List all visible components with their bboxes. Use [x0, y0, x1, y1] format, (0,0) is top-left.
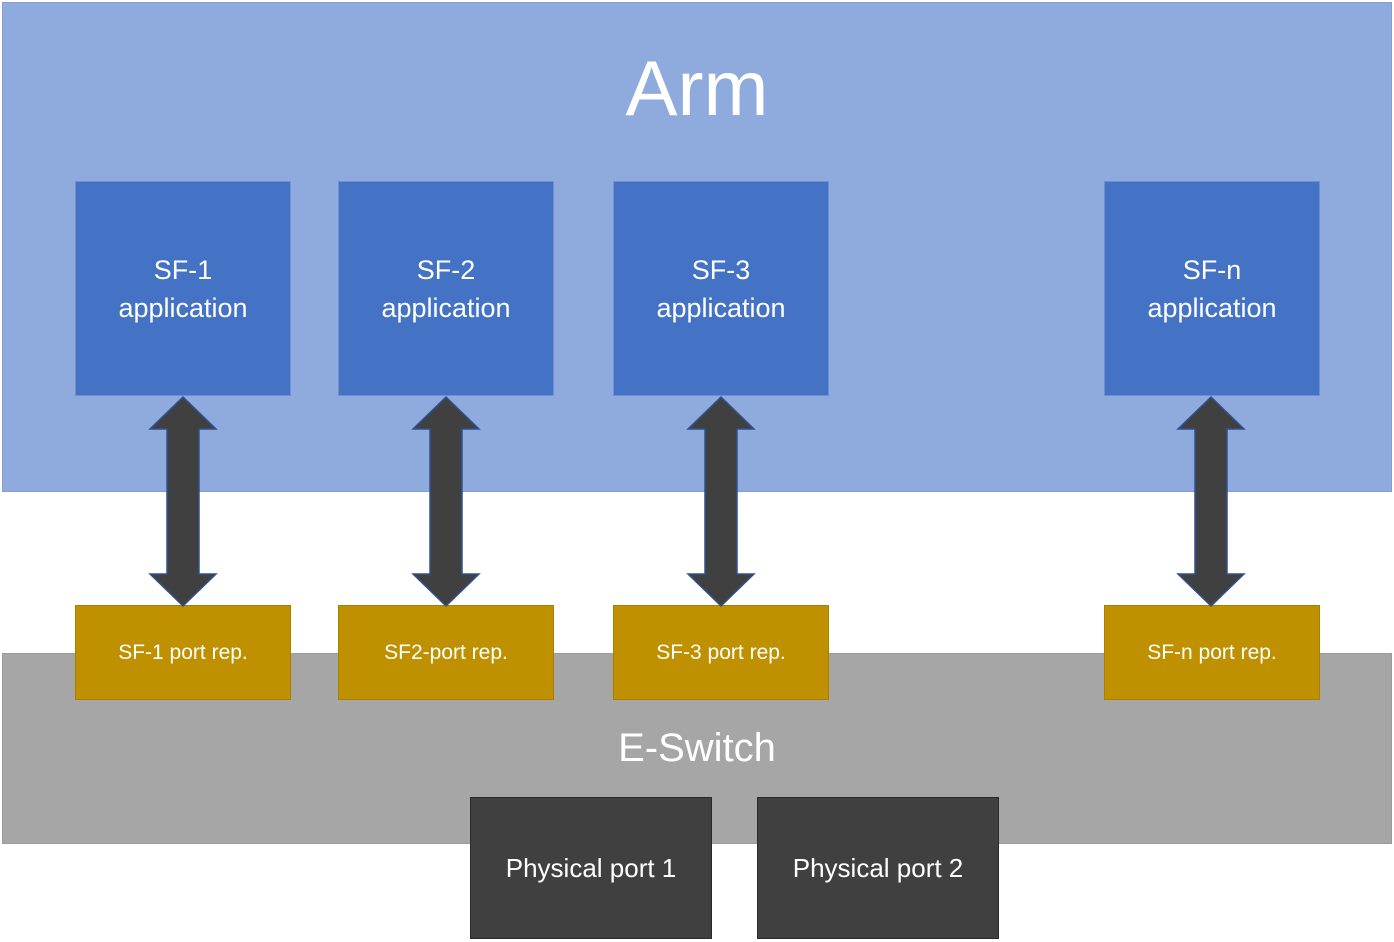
eswitch-title: E-Switch: [618, 726, 776, 770]
sf-2-port-rep-box: SF2-port rep.: [338, 605, 554, 700]
sf-n-port-rep-box: SF-n port rep.: [1104, 605, 1320, 700]
sf-3-port-rep-box: SF-3 port rep.: [613, 605, 829, 700]
physical-port-2-box: Physical port 2: [757, 797, 999, 939]
sf-1-port-rep-box: SF-1 port rep.: [75, 605, 291, 700]
physical-port-1-box: Physical port 1: [470, 797, 712, 939]
arm-title: Arm: [625, 44, 769, 132]
sf-n-application-box: SF-n application: [1104, 181, 1320, 396]
sf-1-application-box: SF-1 application: [75, 181, 291, 396]
sf-3-application-box: SF-3 application: [613, 181, 829, 396]
sf-2-application-box: SF-2 application: [338, 181, 554, 396]
